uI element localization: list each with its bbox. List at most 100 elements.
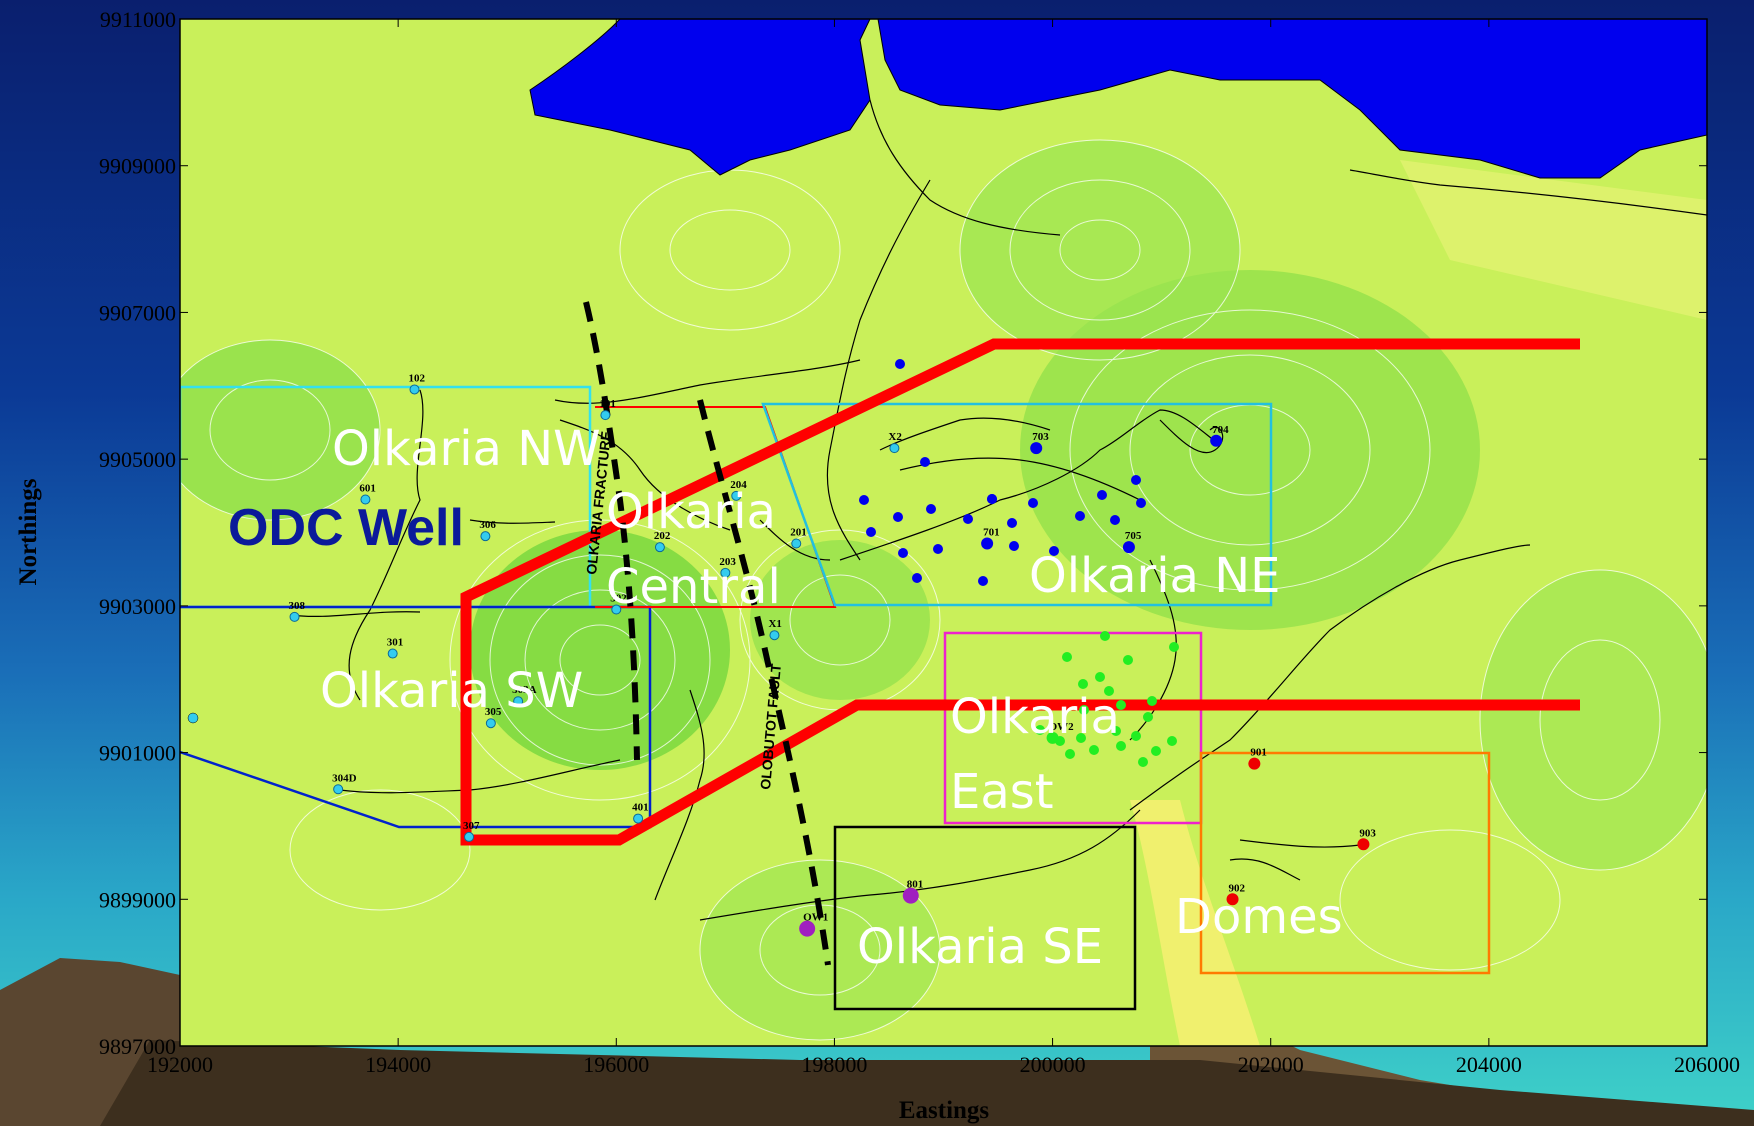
y-tick-label: 9901000 [99, 741, 176, 766]
well-label: 301 [387, 637, 404, 649]
well-label: 303A [512, 684, 537, 696]
x-axis-title: Eastings [899, 1097, 990, 1124]
well-label: 306 [479, 519, 496, 531]
x-tick-label: 200000 [1020, 1052, 1086, 1077]
labeled-wells: 102101601306308301302303A305304D30740120… [289, 372, 1376, 937]
label-olkaria-central-line2: Central [606, 559, 781, 615]
y-tick-label: 9905000 [99, 447, 176, 472]
well-marker [1122, 541, 1135, 554]
well-label: OW2 [1049, 721, 1075, 733]
well-label: 801 [907, 879, 924, 891]
y-tick-label: 9899000 [99, 887, 176, 912]
well-marker [889, 443, 900, 454]
well-label: 307 [463, 820, 480, 832]
well-marker [1210, 434, 1223, 447]
well-label: 703 [1032, 431, 1049, 443]
well-marker [791, 538, 802, 549]
well-label: X2 [888, 431, 902, 443]
well-marker [464, 831, 475, 842]
well-marker [600, 410, 611, 421]
well-marker [769, 630, 780, 641]
label-olkaria-ne: Olkaria NE [1029, 548, 1280, 604]
green-patch-east [1480, 570, 1707, 870]
well-marker [409, 384, 420, 395]
y-axis-title: Northings [15, 478, 42, 585]
roads-and-streams [289, 99, 1707, 921]
well-marker [513, 696, 524, 707]
well-label: 102 [409, 372, 426, 384]
well-label: 901 [1250, 747, 1267, 759]
label-odc-well: ODC Well [228, 499, 464, 557]
east-wells-unlabeled [1035, 631, 1179, 767]
well-label: 705 [1125, 530, 1142, 542]
label-olkaria-nw: Olkaria NW [332, 421, 601, 477]
well-marker [1226, 893, 1239, 906]
axes: 192000 194000 196000 198000 200000 202000 2040… [99, 7, 1740, 1077]
well-label: X1 [768, 618, 781, 630]
label-olkaria-sw: Olkaria SW [320, 663, 583, 719]
lake-naivasha-west [529, 19, 871, 176]
green-patch-se [700, 860, 940, 1040]
green-patch-sw [470, 530, 730, 770]
olkaria-fracture-fault [583, 301, 640, 761]
well-marker [720, 567, 731, 578]
well-label: 704 [1212, 424, 1229, 436]
ne-wells-unlabeled [859, 359, 1146, 586]
x-tick-label: 196000 [583, 1052, 649, 1077]
y-tick-label: 9897000 [99, 1034, 176, 1059]
well-marker [485, 718, 496, 729]
label-domes: Domes [1175, 889, 1343, 945]
well-marker [611, 604, 622, 615]
x-tick-label: 204000 [1456, 1052, 1522, 1077]
x-tick-label: 192000 [147, 1052, 213, 1077]
well-label: 304D [332, 772, 357, 784]
green-patch-ne [1020, 270, 1480, 630]
lake-naivasha-east [877, 19, 1707, 179]
well-label: 401 [632, 802, 649, 814]
olkaria-ne-box [761, 402, 1273, 607]
well-marker [480, 531, 491, 542]
well-label: OW1 [803, 912, 828, 924]
well-label: 701 [983, 527, 1000, 539]
well-marker [654, 542, 665, 553]
well-label: 308 [289, 600, 306, 612]
well-marker [333, 784, 344, 795]
well-marker [981, 537, 994, 550]
well-label: 201 [790, 527, 807, 539]
y-tick-label: 9909000 [99, 154, 176, 179]
label-olkaria-central-line1: Olkaria [606, 484, 776, 540]
label-olkaria-se: Olkaria SE [857, 919, 1103, 975]
well-label: 903 [1359, 827, 1376, 839]
well-marker [633, 813, 644, 824]
y-tick-label: 9907000 [99, 300, 176, 325]
well-marker [1248, 757, 1261, 770]
extra-cyan-wells [187, 712, 199, 724]
green-patch-central [750, 540, 930, 700]
well-marker [799, 920, 816, 937]
well-label: 101 [599, 398, 616, 410]
label-olkaria-east-line2: East [950, 764, 1054, 820]
well-label: 601 [359, 482, 376, 494]
yellow-valley [1130, 800, 1260, 1046]
well-marker [1357, 838, 1370, 851]
domes-box [1199, 751, 1491, 975]
x-tick-label: 194000 [365, 1052, 431, 1077]
well-marker [1030, 442, 1043, 455]
olobutot-fault [697, 399, 831, 966]
well-label: 204 [730, 479, 747, 491]
well-label: 203 [719, 556, 736, 568]
plot-frame [179, 18, 1708, 1047]
well-label: 202 [654, 530, 671, 542]
well-marker [360, 494, 371, 505]
well-marker [289, 611, 300, 622]
y-tick-label: 9903000 [99, 594, 176, 619]
well-label: 302 [610, 593, 627, 605]
well-marker [1046, 731, 1059, 744]
well-marker [731, 490, 742, 501]
label-olkaria-east-line1: Olkaria [950, 689, 1120, 745]
x-tick-label: 198000 [801, 1052, 867, 1077]
mountain-silhouette-bottom [100, 1040, 1754, 1126]
y-tick-label: 9911000 [100, 7, 176, 32]
x-tick-label: 202000 [1238, 1052, 1304, 1077]
